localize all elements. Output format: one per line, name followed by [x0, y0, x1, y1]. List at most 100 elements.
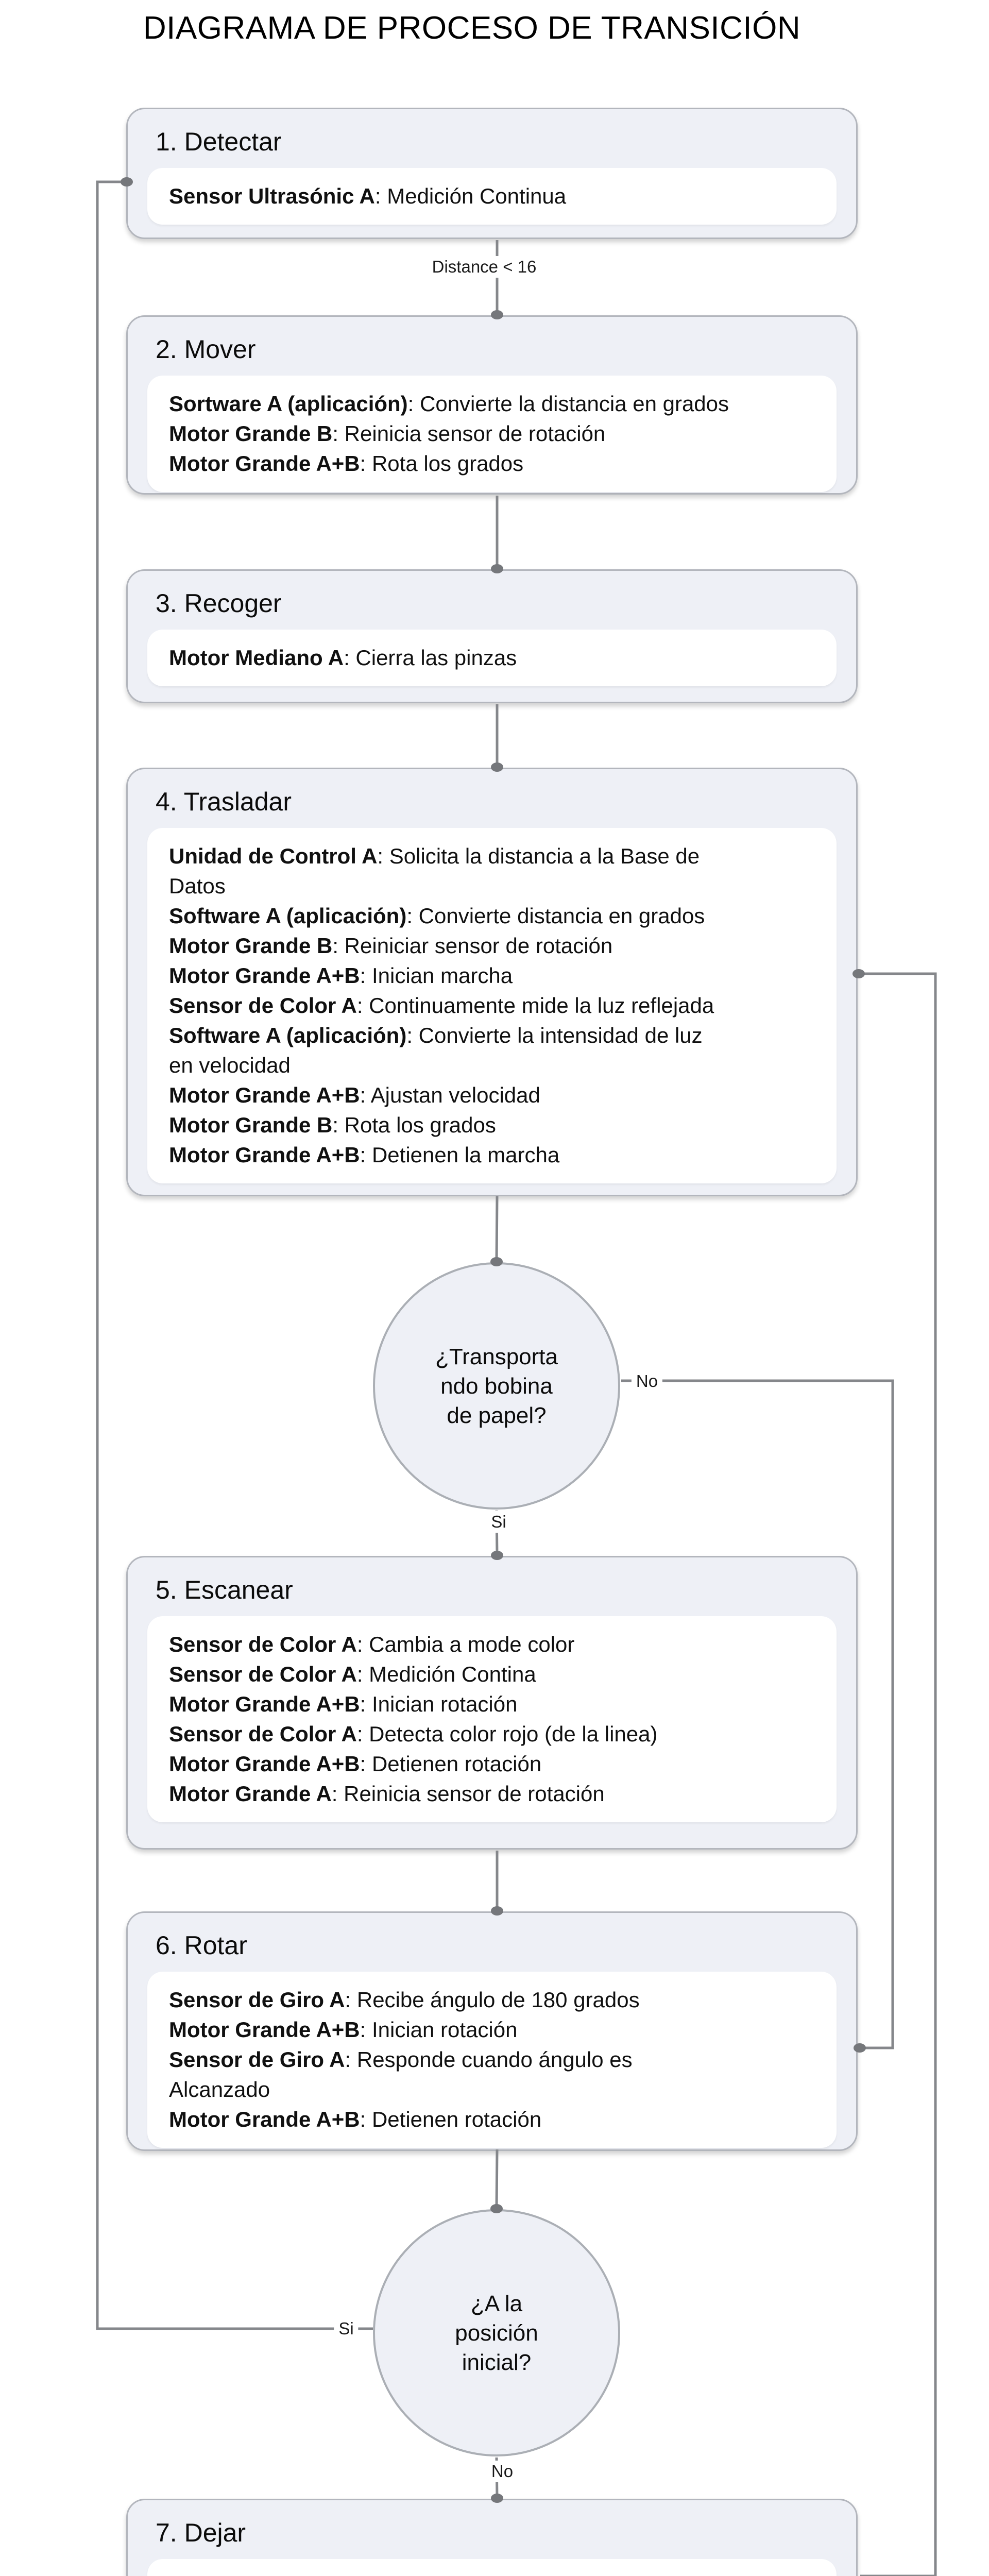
- device-name: Motor Grande A+B: [169, 2018, 360, 2042]
- device-name: Sensor de Giro A: [169, 1988, 345, 2012]
- device-name: Sensor de Color A: [169, 1662, 357, 1686]
- device-action: : Detecta color rojo (de la linea): [356, 1722, 658, 1746]
- detail-line: Motor Grande A+B: Inician marcha: [169, 961, 815, 991]
- device-name: Software A (aplicación): [169, 904, 407, 928]
- decision-circle-transportando[interactable]: ¿Transporta ndo bobina de papel?: [373, 1262, 620, 1510]
- detail-line: Sensor de Giro A: Responde cuando ángulo…: [169, 2045, 815, 2105]
- detail-line: Motor Grande B: Reiniciar sensor de rota…: [169, 931, 815, 961]
- step-title: 4. Trasladar: [156, 787, 292, 816]
- diagram-title: DIAGRAMA DE PROCESO DE TRANSICIÓN: [143, 10, 801, 46]
- device-name: Motor Mediano A: [169, 646, 344, 670]
- device-action: : Inician marcha: [360, 963, 513, 988]
- device-action: : Reiniciar sensor de rotación: [332, 934, 613, 958]
- step-title: 1. Detectar: [156, 127, 282, 156]
- step-box-recoger[interactable]: 3. Recoger Motor Mediano A: Cierra las p…: [126, 569, 858, 703]
- device-name: Motor Grande B: [169, 934, 333, 958]
- device-action: : Inician rotación: [360, 2018, 518, 2042]
- device-action: : Cierra las pinzas: [344, 646, 517, 670]
- device-name: Motor Grande A+B: [169, 1083, 360, 1107]
- detail-line: Motor Grande A+B: Rota los grados: [169, 449, 815, 479]
- device-action: : Convierte la distancia en grados: [407, 392, 729, 416]
- connector-dejar-to-trasladar: [860, 972, 937, 2576]
- detail-line: Sensor Ultrasónic A: Medición Continua: [169, 181, 815, 211]
- edge-label-no-drop: No: [486, 2461, 518, 2482]
- detail-line: Motor Grande A+B: Detienen rotación: [169, 1749, 815, 1779]
- decision-label: ¿Transporta ndo bobina de papel?: [435, 1344, 558, 1428]
- step-detail-card: Motor Mediano A: Cierra las pinzas: [147, 630, 837, 686]
- device-action: : Detienen rotación: [360, 1752, 542, 1776]
- step-box-detectar[interactable]: 1. Detectar Sensor Ultrasónic A: Medició…: [126, 108, 858, 239]
- device-name: Sensor de Color A: [169, 1722, 357, 1746]
- edge-label-si-loop: Si: [334, 2318, 359, 2340]
- detail-line: Motor Mediano A: Cierra las pinzas: [169, 643, 815, 673]
- detail-line: Motor Grande A: Reinicia sensor de rotac…: [169, 1779, 815, 1809]
- device-name: Motor Grande A+B: [169, 1752, 360, 1776]
- device-name: Motor Grande A+B: [169, 451, 360, 476]
- device-action: : Medición Continua: [374, 184, 567, 208]
- step-detail-card: Sortware A (aplicación): Convierte la di…: [147, 376, 837, 492]
- device-name: Unidad de Control A: [169, 844, 378, 868]
- device-name: Motor Grande B: [169, 1113, 333, 1137]
- step-detail-card: Sensor Ultrasónic A: Medición Continua: [147, 168, 837, 225]
- device-action: : Abre las pinzas: [344, 2575, 502, 2576]
- detail-line: Sensor de Color A: Medición Contina: [169, 1659, 815, 1689]
- decision-label: ¿A la posición inicial?: [455, 2291, 538, 2375]
- device-name: Motor Grande A: [169, 1782, 332, 1806]
- device-action: : Recibe ángulo de 180 grados: [345, 1988, 640, 2012]
- device-name: Software A (aplicación): [169, 1023, 407, 1047]
- device-action: : Detienen rotación: [360, 2107, 542, 2131]
- detail-line: Motor Grande A+B: Inician rotación: [169, 2015, 815, 2045]
- detail-line: Sensor de Color A: Cambia a mode color: [169, 1630, 815, 1659]
- step-title: 5. Escanear: [156, 1575, 293, 1604]
- device-name: Motor Mediano A: [169, 2575, 344, 2576]
- edge-label-no-skip: No: [631, 1370, 663, 1392]
- decision-circle-posicion-inicial[interactable]: ¿A la posición inicial?: [373, 2209, 620, 2456]
- device-name: Motor Grande A+B: [169, 1692, 360, 1716]
- step-title: 7. Dejar: [156, 2518, 246, 2547]
- device-action: : Inician rotación: [360, 1692, 518, 1716]
- device-action: : Rota los grados: [360, 451, 524, 476]
- detail-line: Sensor de Color A: Continuamente mide la…: [169, 991, 815, 1021]
- detail-line: Motor Grande B: Rota los grados: [169, 1110, 815, 1140]
- step-detail-card: Sensor de Giro A: Recibe ángulo de 180 g…: [147, 1972, 837, 2148]
- step-title: 2. Mover: [156, 335, 256, 364]
- step-title: 6. Rotar: [156, 1931, 247, 1960]
- device-action: : Ajustan velocidad: [360, 1083, 540, 1107]
- detail-line: Software A (aplicación): Convierte dista…: [169, 901, 815, 931]
- step-box-mover[interactable]: 2. Mover Sortware A (aplicación): Convie…: [126, 315, 858, 495]
- step-box-escanear[interactable]: 5. Escanear Sensor de Color A: Cambia a …: [126, 1556, 858, 1850]
- device-name: Sensor de Giro A: [169, 2047, 345, 2072]
- device-action: : Cambia a mode color: [356, 1632, 575, 1656]
- device-name: Sensor de Color A: [169, 993, 357, 1018]
- device-name: Motor Grande A+B: [169, 963, 360, 988]
- detail-line: Sortware A (aplicación): Convierte la di…: [169, 389, 815, 419]
- step-box-trasladar[interactable]: 4. Trasladar Unidad de Control A: Solici…: [126, 768, 858, 1196]
- detail-line: Sensor de Color A: Detecta color rojo (d…: [169, 1719, 815, 1749]
- device-action: : Convierte distancia en grados: [406, 904, 705, 928]
- detail-line: Motor Grande B: Reinicia sensor de rotac…: [169, 419, 815, 449]
- device-name: Motor Grande A+B: [169, 1143, 360, 1167]
- detail-line: Motor Mediano A: Abre las pinzas: [169, 2572, 815, 2576]
- device-action: : Medición Contina: [356, 1662, 536, 1686]
- detail-line: Sensor de Giro A: Recibe ángulo de 180 g…: [169, 1985, 815, 2015]
- edge-label-si-scan: Si: [486, 1511, 511, 1533]
- device-action: : Reinicia sensor de rotación: [332, 421, 606, 446]
- device-action: : Rota los grados: [332, 1113, 496, 1137]
- step-box-dejar[interactable]: 7. Dejar Motor Mediano A: Abre las pinza…: [126, 2499, 858, 2576]
- step-detail-card: Unidad de Control A: Solicita la distanc…: [147, 828, 837, 1183]
- step-title: 3. Recoger: [156, 589, 282, 618]
- detail-line: Motor Grande A+B: Detienen rotación: [169, 2105, 815, 2134]
- detail-line: Motor Grande A+B: Detienen la marcha: [169, 1140, 815, 1170]
- device-action: : Continuamente mide la luz reflejada: [356, 993, 714, 1018]
- step-box-rotar[interactable]: 6. Rotar Sensor de Giro A: Recibe ángulo…: [126, 1911, 858, 2151]
- edge-label-distance: Distance < 16: [427, 256, 541, 278]
- device-name: Sensor Ultrasónic A: [169, 184, 375, 208]
- device-action: : Detienen la marcha: [360, 1143, 560, 1167]
- device-name: Motor Grande B: [169, 421, 333, 446]
- detail-line: Motor Grande A+B: Ajustan velocidad: [169, 1080, 815, 1110]
- device-name: Sortware A (aplicación): [169, 392, 408, 416]
- detail-line: Motor Grande A+B: Inician rotación: [169, 1689, 815, 1719]
- detail-line: Software A (aplicación): Convierte la in…: [169, 1021, 815, 1080]
